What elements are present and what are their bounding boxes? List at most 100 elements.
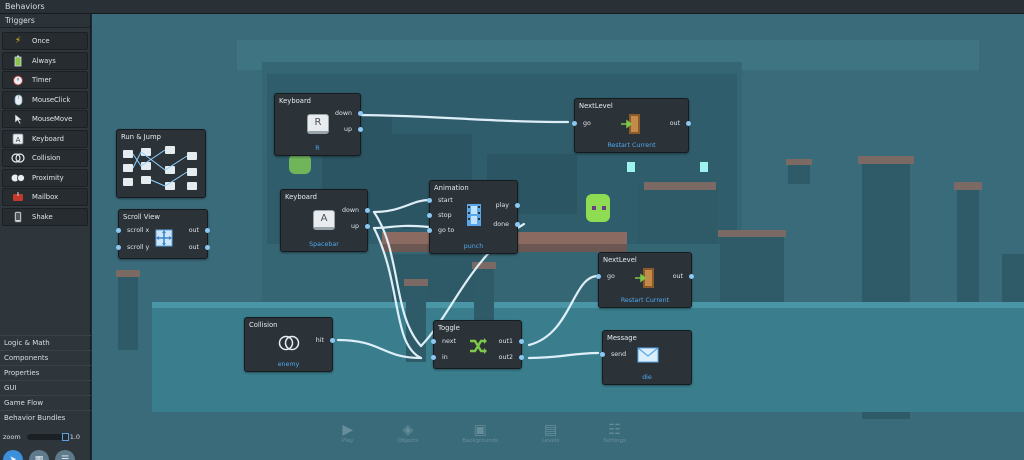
trigger-mailbox[interactable]: Mailbox — [2, 188, 88, 206]
zoom-slider[interactable] — [26, 433, 69, 441]
port-out-dot[interactable] — [686, 121, 691, 126]
key-icon: A — [11, 133, 25, 145]
node-title: Message — [607, 334, 637, 342]
collision-node[interactable]: Collision hit enemy — [244, 317, 335, 372]
run-jump-node[interactable]: Run & Jump — [116, 129, 206, 198]
trigger-label: Always — [32, 56, 56, 65]
port-go-to[interactable]: go to — [438, 227, 455, 234]
port-stop-dot[interactable] — [427, 213, 432, 218]
node-title: Animation — [434, 184, 469, 192]
category-gui[interactable]: GUI — [0, 380, 91, 395]
port-out-2[interactable]: out — [188, 244, 199, 251]
door-icon — [634, 267, 658, 289]
list-tool-button[interactable]: ☰ — [55, 450, 75, 460]
node-subtitle: punch — [463, 243, 484, 250]
sliders-icon: ☷ — [608, 422, 621, 438]
trigger-mouseclick[interactable]: MouseClick — [2, 90, 88, 109]
port-down[interactable]: down — [342, 207, 359, 214]
port-out-dot[interactable] — [689, 274, 694, 279]
port-send-dot[interactable] — [600, 352, 605, 357]
trigger-always[interactable]: Always — [2, 51, 88, 70]
nextlevel-node-1[interactable]: NextLevel go out Restart Current — [572, 98, 691, 153]
run-jump-preview-icon — [123, 146, 197, 190]
trigger-mousemove[interactable]: MouseMove — [2, 110, 88, 128]
message-node[interactable]: Message send die — [600, 330, 692, 385]
port-scroll-y-dot[interactable] — [116, 245, 121, 250]
port-next-dot[interactable] — [431, 339, 436, 344]
keyboard-r-node[interactable]: Keyboard R down up R — [274, 93, 363, 156]
zoom-control: zoom 1.0 — [0, 430, 91, 444]
port-down-dot[interactable] — [358, 111, 363, 116]
port-scroll-y[interactable]: scroll y — [127, 244, 150, 251]
trigger-label: Proximity — [32, 173, 64, 182]
category-logic-math[interactable]: Logic & Math — [0, 335, 91, 350]
port-scroll-x[interactable]: scroll x — [127, 227, 150, 234]
port-down-dot[interactable] — [365, 208, 370, 213]
port-out1-dot[interactable] — [519, 339, 524, 344]
port-send[interactable]: send — [611, 351, 627, 358]
port-hit-dot[interactable] — [330, 338, 335, 343]
port-hit[interactable]: hit — [315, 337, 324, 344]
port-out-1[interactable]: out — [188, 227, 199, 234]
category-game-flow[interactable]: Game Flow — [0, 395, 91, 410]
port-done[interactable]: done — [493, 221, 509, 228]
category-components[interactable]: Components — [0, 350, 91, 365]
node-title: Scroll View — [123, 213, 160, 221]
nextlevel-node-2[interactable]: NextLevel go out Restart Current — [596, 252, 694, 308]
list-icon: ☰ — [60, 455, 70, 460]
trigger-collision[interactable]: Collision — [2, 149, 88, 167]
select-tool-button[interactable]: ➤ — [3, 450, 23, 460]
port-stop[interactable]: stop — [438, 212, 452, 219]
zoom-slider-handle[interactable] — [61, 433, 69, 441]
node-subtitle: Restart Current — [607, 142, 656, 149]
category-properties[interactable]: Properties — [0, 365, 91, 380]
levels-button[interactable]: ▤Levels — [542, 422, 559, 444]
group-tool-button[interactable]: ▦ — [29, 450, 49, 460]
port-go-dot[interactable] — [596, 274, 601, 279]
port-out-2-dot[interactable] — [205, 245, 210, 250]
port-in-dot[interactable] — [431, 355, 436, 360]
behavior-canvas[interactable]: Keyboard R down up R NextLevel go out Re… — [92, 14, 1024, 460]
port-in[interactable]: in — [442, 354, 448, 361]
port-up-dot[interactable] — [365, 224, 370, 229]
port-down[interactable]: down — [335, 110, 352, 117]
port-go[interactable]: go — [583, 120, 591, 127]
toggle-node[interactable]: Toggle next in out1 out2 — [431, 320, 524, 369]
port-up[interactable]: up — [351, 223, 359, 230]
port-go[interactable]: go — [607, 273, 615, 280]
port-up[interactable]: up — [344, 126, 352, 133]
animation-node[interactable]: Animation start stop go to play done pun… — [427, 180, 520, 254]
port-up-dot[interactable] — [358, 127, 363, 132]
triggers-section-header[interactable]: Triggers — [0, 14, 90, 28]
node-subtitle: R — [315, 145, 320, 152]
keyboard-spacebar-node[interactable]: Keyboard A down up Spacebar — [280, 189, 370, 252]
play-button[interactable]: ▶Play — [342, 422, 353, 444]
port-out2-dot[interactable] — [519, 355, 524, 360]
trigger-proximity[interactable]: Proximity — [2, 168, 88, 187]
objects-button[interactable]: ◈Objects — [397, 422, 418, 444]
port-out-1-dot[interactable] — [205, 228, 210, 233]
category-behavior-bundles[interactable]: Behavior Bundles — [0, 410, 91, 425]
port-out2[interactable]: out2 — [498, 354, 513, 361]
port-out[interactable]: out — [669, 120, 680, 127]
port-scroll-x-dot[interactable] — [116, 228, 121, 233]
settings-button[interactable]: ☷Settings — [603, 422, 626, 444]
scroll-view-node[interactable]: Scroll View scroll x scroll y out out — [116, 209, 210, 259]
port-go-dot[interactable] — [572, 121, 577, 126]
keycap: R — [307, 114, 329, 134]
port-go-to-dot[interactable] — [427, 228, 432, 233]
port-done-dot[interactable] — [515, 222, 520, 227]
backgrounds-button[interactable]: ▣Backgrounds — [462, 422, 498, 444]
port-start-dot[interactable] — [427, 198, 432, 203]
port-start[interactable]: start — [438, 197, 453, 204]
trigger-once[interactable]: ⚡Once — [2, 32, 88, 50]
trigger-timer[interactable]: Timer — [2, 71, 88, 89]
trigger-shake[interactable]: Shake — [2, 207, 88, 226]
port-next[interactable]: next — [442, 338, 456, 345]
port-out1[interactable]: out1 — [498, 338, 513, 345]
port-out[interactable]: out — [672, 273, 683, 280]
port-play[interactable]: play — [495, 202, 509, 209]
shake-icon — [11, 211, 25, 223]
port-play-dot[interactable] — [515, 203, 520, 208]
